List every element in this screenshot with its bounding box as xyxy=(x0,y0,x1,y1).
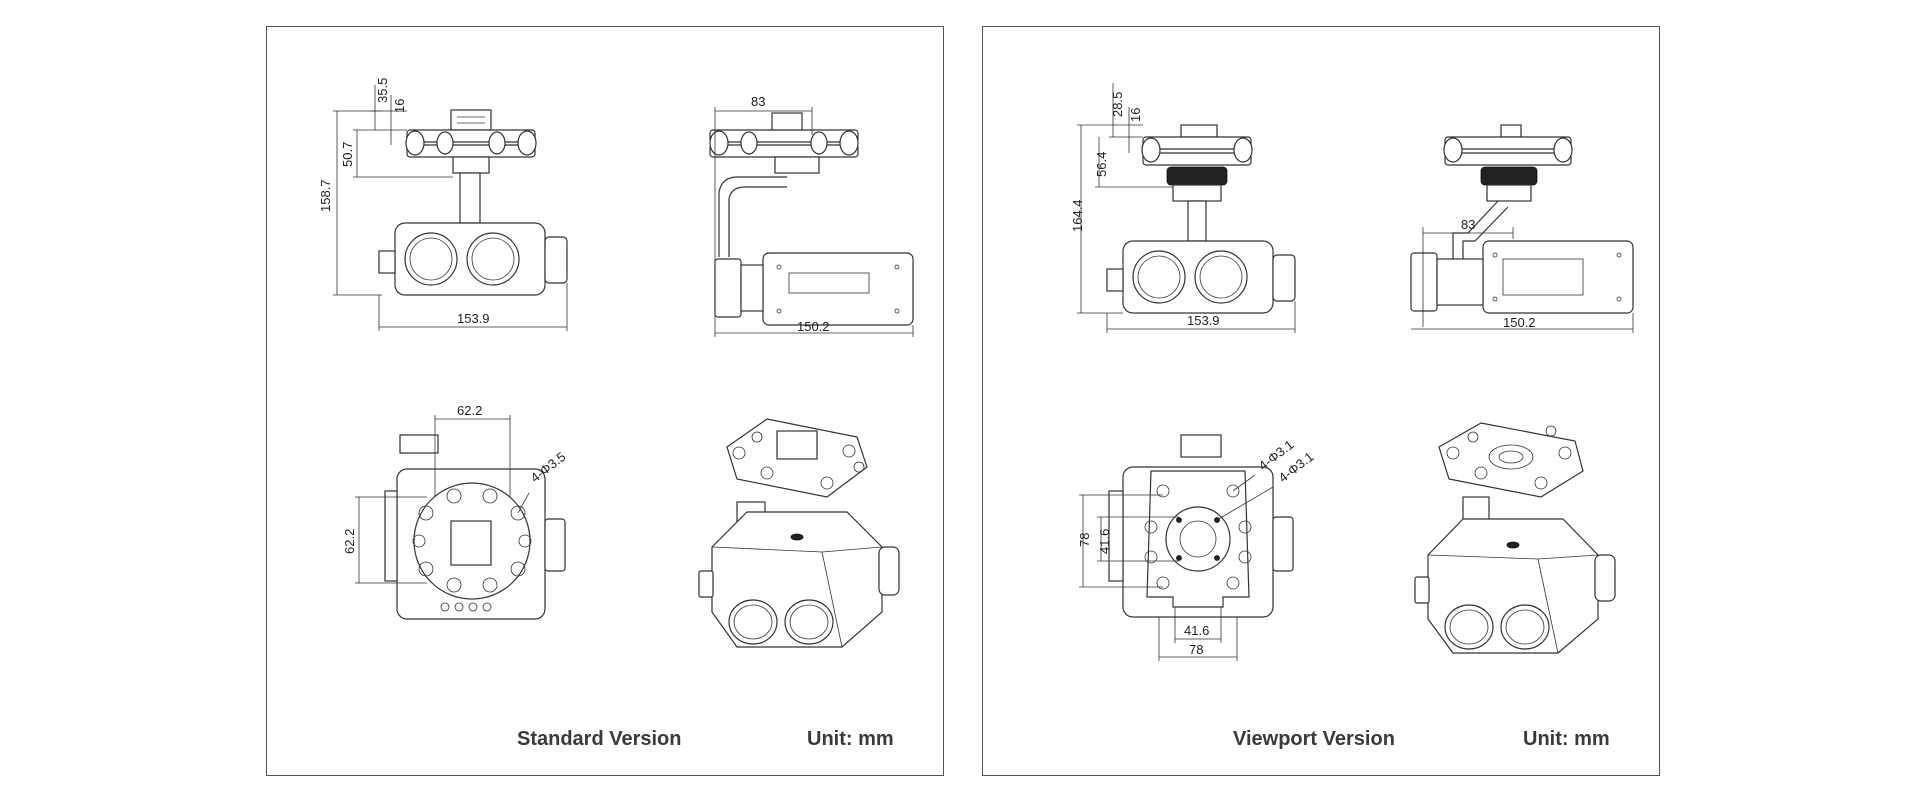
standard-side-view: 83 150.2 xyxy=(709,94,914,337)
viewport-iso-lens-right xyxy=(1500,604,1550,650)
dim-width-front: 153.9 xyxy=(457,311,490,326)
dim-plate-width: 62.2 xyxy=(457,403,482,418)
viewport-front-view: 164.4 56.4 28.5 16 153.9 xyxy=(1070,83,1296,333)
standard-unit: Unit: mm xyxy=(807,728,894,750)
viewport-drawing: 164.4 56.4 28.5 16 153.9 xyxy=(1070,83,1634,661)
viewport-dim-side-offset: 83 xyxy=(1461,217,1475,232)
dim-top-small: 35.5 xyxy=(375,78,390,103)
viewport-dim-top-tiny: 16 xyxy=(1128,108,1143,122)
viewport-dim-inner-height: 41.6 xyxy=(1097,529,1112,554)
side-damper-plate xyxy=(709,129,859,143)
center-module xyxy=(450,520,492,566)
viewport-unit: Unit: mm xyxy=(1523,728,1610,750)
dim-holes: 4-Φ3.5 xyxy=(528,449,569,485)
gimbal-arm xyxy=(459,172,481,224)
viewport-dim-mid: 56.4 xyxy=(1094,152,1109,177)
dim-plate-height: 62.2 xyxy=(342,529,357,554)
gimbal-motor xyxy=(452,156,490,174)
viewport-window xyxy=(1165,506,1231,572)
iso-lens-left xyxy=(728,599,778,645)
viewport-ring xyxy=(1166,166,1228,186)
standard-iso-view xyxy=(698,418,900,648)
viewport-lens-right xyxy=(1194,250,1248,304)
viewport-arm xyxy=(1187,200,1207,242)
viewport-dim-outer-height: 78 xyxy=(1077,533,1092,547)
viewport-version-panel: 164.4 56.4 28.5 16 153.9 xyxy=(982,26,1660,776)
viewport-dim-inner-width: 41.6 xyxy=(1184,623,1209,638)
viewport-dim-outer-width: 78 xyxy=(1189,642,1203,657)
standard-bottom-view: 62.2 62.2 4-Φ3.5 xyxy=(342,403,569,620)
lens-right xyxy=(466,232,520,286)
viewport-title: Viewport Version xyxy=(1233,728,1395,750)
lens-left xyxy=(404,232,458,286)
standard-front-view: 158.7 50.7 35.5 16 153.9 xyxy=(318,78,568,331)
dim-total-height: 158.7 xyxy=(318,179,333,212)
viewport-side-body xyxy=(1482,240,1634,314)
side-knob xyxy=(378,250,396,274)
viewport-iso-lens-left xyxy=(1444,604,1494,650)
standard-version-panel: 158.7 50.7 35.5 16 153.9 xyxy=(266,26,944,776)
viewport-dim-width-side: 150.2 xyxy=(1503,315,1536,330)
iso-board xyxy=(776,430,818,460)
connector-board xyxy=(450,109,492,131)
viewport-side-plate xyxy=(1444,136,1572,150)
viewport-iso-view xyxy=(1414,422,1616,654)
dim-side-offset: 83 xyxy=(751,94,765,109)
viewport-iso-plate xyxy=(1438,422,1584,498)
standard-title: Standard Version xyxy=(517,728,682,750)
viewport-cap xyxy=(1180,124,1218,138)
viewport-dim-top-small: 28.5 xyxy=(1110,92,1125,117)
viewport-side-view: 83 150.2 xyxy=(1410,124,1634,333)
viewport-bottom-view: 78 41.6 41.6 78 4-Φ3.1 4-Φ3.1 xyxy=(1077,434,1316,661)
side-camera-body xyxy=(762,252,914,326)
standard-drawing: 158.7 50.7 35.5 16 153.9 xyxy=(318,78,914,648)
damper-plate xyxy=(406,129,536,143)
iso-lens-right xyxy=(784,599,834,645)
bottom-connector xyxy=(399,434,439,454)
side-arm xyxy=(718,176,787,257)
dim-mid: 50.7 xyxy=(340,142,355,167)
viewport-dim-width-front: 153.9 xyxy=(1187,313,1220,328)
viewport-bottom-connector xyxy=(1180,434,1222,458)
dim-top-tiny: 16 xyxy=(392,99,407,113)
viewport-lens-left xyxy=(1132,250,1186,304)
dim-width-side: 150.2 xyxy=(797,319,830,334)
viewport-dim-total-height: 164.4 xyxy=(1070,199,1085,232)
